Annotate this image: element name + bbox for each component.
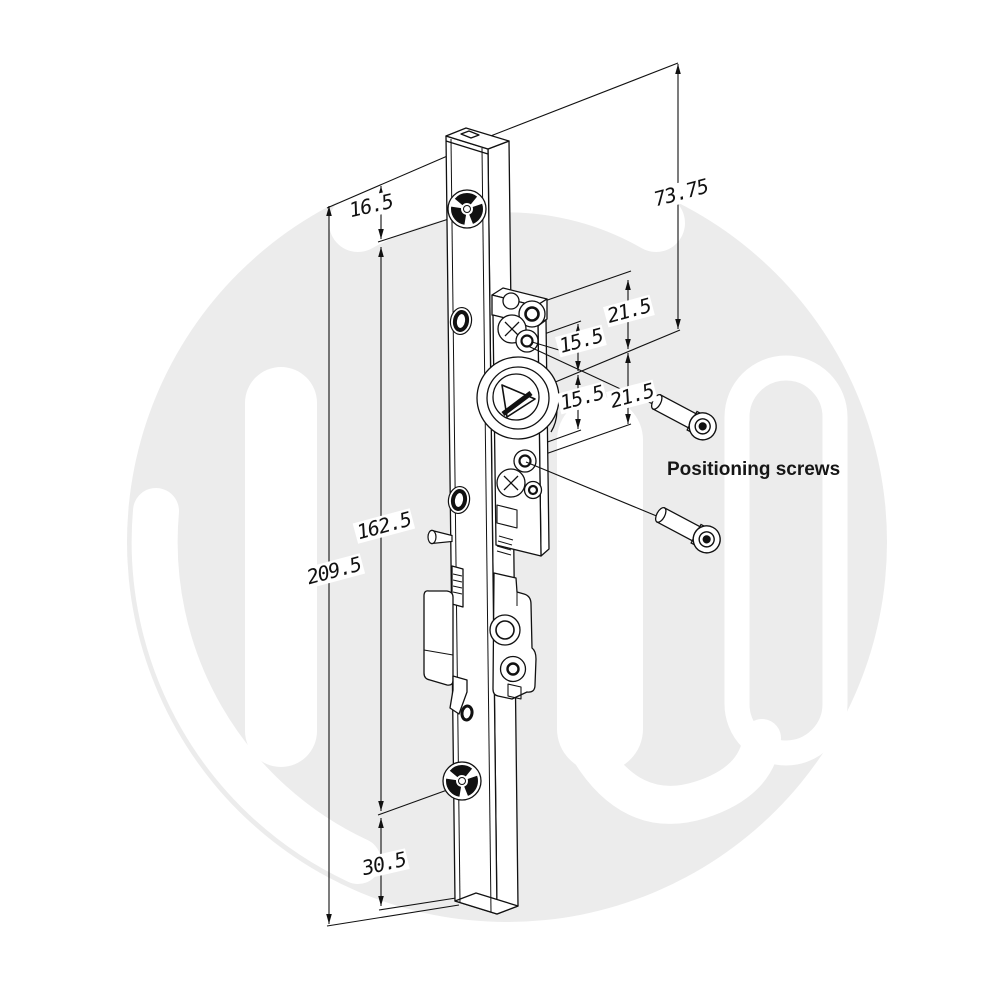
- hook-pawl: [423, 590, 454, 686]
- oval-hole-small: [460, 704, 474, 722]
- screw-hole-top: [447, 189, 487, 229]
- watermark-letter-middle: [557, 397, 643, 772]
- latch-arm: [451, 565, 464, 608]
- bar-screw-holes: [442, 189, 487, 801]
- oval-hole-upper: [449, 306, 473, 336]
- positioning-screws-label: Positioning screws: [667, 459, 841, 480]
- watermark-letter-right: [724, 355, 848, 766]
- oval-hole-lower: [447, 485, 471, 515]
- bar-bottom-cap: [454, 892, 519, 915]
- positioning-screws-illustration: [650, 393, 721, 554]
- positioning-screw-upper: [515, 329, 539, 353]
- watermark-letter-left: [245, 367, 317, 767]
- hook-tail: [449, 675, 468, 715]
- positioning-screw-lower: [513, 449, 537, 473]
- selector-pin: [427, 529, 453, 545]
- gearbox: [476, 287, 560, 557]
- latch-assembly: [423, 565, 537, 715]
- screw-upper: [650, 393, 717, 441]
- screw-hole-bottom: [442, 761, 482, 801]
- screw-lower: [654, 506, 721, 554]
